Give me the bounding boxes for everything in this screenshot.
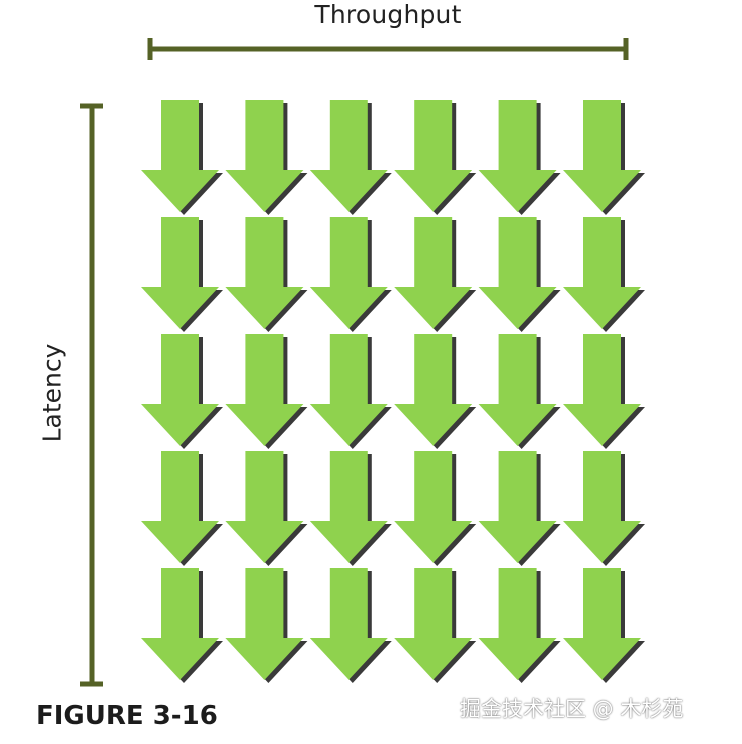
arrow-body xyxy=(563,568,641,680)
arrow-body xyxy=(141,334,219,446)
arrow-body xyxy=(141,568,219,680)
arrow-down-icon xyxy=(309,100,392,215)
arrow-body xyxy=(394,451,473,563)
arrow-body xyxy=(478,100,557,212)
arrow-body xyxy=(478,217,557,329)
throughput-bracket xyxy=(147,38,629,60)
arrow-body xyxy=(478,568,557,680)
arrow-body xyxy=(141,451,219,563)
arrow-body xyxy=(309,334,388,446)
arrow-body xyxy=(309,451,388,563)
figure-caption: FIGURE 3-16 xyxy=(36,701,218,731)
arrow-down-icon xyxy=(309,451,392,566)
arrow-down-icon xyxy=(309,568,392,683)
arrow-body xyxy=(394,568,473,680)
arrow-body xyxy=(225,568,304,680)
arrow-down-icon xyxy=(394,568,477,683)
arrow-body xyxy=(225,451,304,563)
arrow-down-icon xyxy=(141,334,223,449)
arrow-down-icon xyxy=(563,451,645,566)
arrow-down-icon xyxy=(478,451,561,566)
arrow-down-icon xyxy=(309,217,392,332)
arrow-down-icon xyxy=(141,451,223,566)
arrow-down-icon xyxy=(478,217,561,332)
arrow-body xyxy=(225,217,304,329)
arrow-down-icon xyxy=(563,100,645,215)
arrow-down-icon xyxy=(225,568,308,683)
throughput-label: Throughput xyxy=(314,0,462,29)
arrow-down-icon xyxy=(394,334,477,449)
arrow-down-icon xyxy=(141,100,223,215)
arrow-body xyxy=(563,100,641,212)
arrow-body xyxy=(309,568,388,680)
arrow-down-icon xyxy=(225,451,308,566)
arrow-body xyxy=(394,100,473,212)
arrow-down-icon xyxy=(141,217,223,332)
arrow-down-icon xyxy=(563,568,645,683)
arrow-down-icon xyxy=(394,100,477,215)
arrow-down-icon xyxy=(225,334,308,449)
arrow-down-icon xyxy=(309,334,392,449)
arrow-body xyxy=(563,217,641,329)
arrow-body xyxy=(309,217,388,329)
arrow-down-icon xyxy=(394,451,477,566)
arrow-down-icon xyxy=(225,100,308,215)
arrow-body xyxy=(309,100,388,212)
arrow-down-icon xyxy=(563,217,645,332)
watermark-text: 掘金技术社区 @ 木杉苑 xyxy=(460,697,684,721)
arrow-down-icon xyxy=(225,217,308,332)
arrow-body xyxy=(141,100,219,212)
arrow-down-icon xyxy=(394,217,477,332)
arrow-down-icon xyxy=(478,334,561,449)
arrow-body xyxy=(141,217,219,329)
arrow-grid xyxy=(141,100,645,683)
latency-label: Latency xyxy=(37,343,67,443)
arrow-body xyxy=(225,334,304,446)
arrow-down-icon xyxy=(563,334,645,449)
arrow-down-icon xyxy=(141,568,223,683)
arrow-body xyxy=(478,451,557,563)
arrow-body xyxy=(394,334,473,446)
arrow-body xyxy=(394,217,473,329)
arrow-down-icon xyxy=(478,100,561,215)
arrow-body xyxy=(563,451,641,563)
arrow-down-icon xyxy=(478,568,561,683)
arrow-body xyxy=(478,334,557,446)
latency-bracket xyxy=(80,103,103,687)
arrow-body xyxy=(225,100,304,212)
arrow-body xyxy=(563,334,641,446)
